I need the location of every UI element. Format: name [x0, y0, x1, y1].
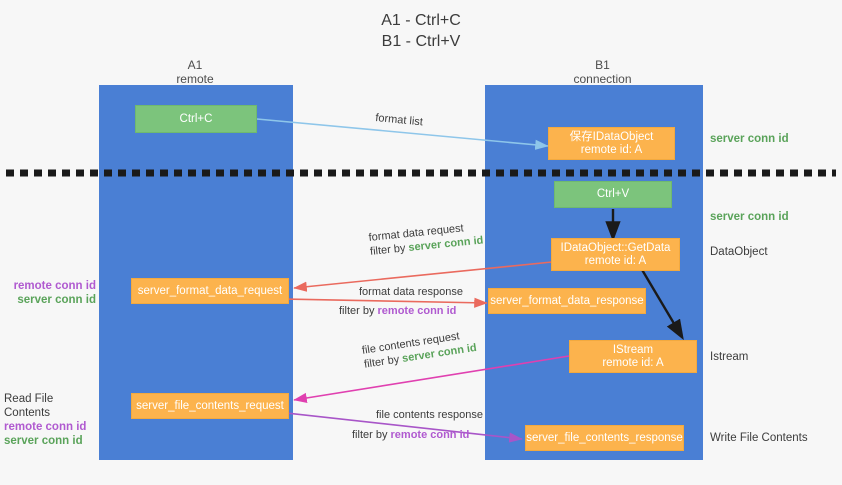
node-idataobject-getdata[interactable]: IDataObject::GetData remote id: A	[551, 238, 680, 271]
node-idataobject-getdata-label: IDataObject::GetData remote id: A	[560, 241, 671, 267]
column-header-b1: B1 connection	[545, 58, 660, 86]
node-server-file-contents-response-label: server_file_contents_response	[526, 431, 683, 444]
annotation-file-conn-stack: Read File Contents remote conn id server…	[4, 392, 96, 448]
annotation-write-file-contents: Write File Contents	[710, 432, 808, 444]
column-header-b1-name: B1	[595, 58, 610, 72]
annotation-istream: Istream	[710, 351, 749, 363]
edge-label-file-contents-response-filter-target: remote conn id	[390, 429, 470, 441]
annotation-format-conn-stack: remote conn id server conn id	[8, 279, 96, 307]
edge-label-file-contents-response-filter-prefix: filter by	[352, 429, 391, 441]
edge-label-file-contents-request: file contents request filter by server c…	[361, 327, 478, 372]
edge-label-format-list-text: format list	[374, 111, 424, 129]
column-header-b1-sub: connection	[573, 72, 632, 86]
annotation-file-server-conn-id: server conn id	[4, 435, 83, 447]
edge-label-format-data-response-filter-prefix: filter by	[339, 305, 378, 317]
node-save-idataobject[interactable]: 保存IDataObject remote id: A	[548, 127, 675, 160]
node-save-idataobject-label: 保存IDataObject remote id: A	[569, 130, 654, 156]
node-ctrl-c-label: Ctrl+C	[179, 112, 213, 125]
node-ctrl-v[interactable]: Ctrl+V	[554, 181, 672, 208]
node-server-file-contents-request[interactable]: server_file_contents_request	[131, 393, 289, 419]
edge-label-format-data-request: format data request filter by server con…	[368, 220, 484, 259]
node-server-format-data-response[interactable]: server_format_data_response	[488, 288, 646, 314]
annotation-server-conn-id-mid: server conn id	[710, 211, 789, 223]
node-server-file-contents-request-label: server_file_contents_request	[136, 399, 284, 412]
node-server-format-data-response-label: server_format_data_response	[490, 294, 644, 307]
page-title: A1 - Ctrl+C B1 - Ctrl+V	[381, 12, 461, 50]
column-header-a1: A1 remote	[140, 58, 250, 86]
annotation-format-server-conn-id: server conn id	[17, 294, 96, 306]
edge-label-file-contents-response-text: file contents response	[376, 409, 484, 421]
edge-label-format-data-request-filter-prefix: filter by	[369, 242, 410, 258]
column-header-a1-name: A1	[187, 58, 203, 72]
node-server-format-data-request[interactable]: server_format_data_request	[131, 278, 289, 304]
column-header-a1-sub: remote	[176, 72, 214, 86]
edge-label-format-data-response-filter-target: remote conn id	[377, 305, 457, 317]
edge-label-format-list: format list	[375, 111, 424, 129]
node-server-file-contents-response[interactable]: server_file_contents_response	[525, 425, 684, 451]
edge-label-format-data-response: format data response filter by remote co…	[339, 285, 463, 318]
node-ctrl-v-label: Ctrl+V	[596, 188, 630, 200]
edge-label-format-data-response-text: format data response	[359, 286, 463, 298]
annotation-read-file-contents: Read File Contents	[4, 393, 54, 419]
annotation-file-remote-conn-id: remote conn id	[4, 421, 87, 433]
node-ctrl-c[interactable]: Ctrl+C	[135, 105, 257, 133]
annotation-format-remote-conn-id: remote conn id	[13, 280, 96, 292]
annotation-dataobject: DataObject	[710, 246, 768, 258]
edge-label-file-contents-response: file contents response filter by remote …	[352, 408, 484, 442]
annotation-server-conn-id-top: server conn id	[710, 133, 789, 145]
node-istream[interactable]: IStream remote id: A	[569, 340, 697, 373]
node-server-format-data-request-label: server_format_data_request	[137, 284, 283, 297]
node-istream-label: IStream remote id: A	[602, 343, 664, 369]
